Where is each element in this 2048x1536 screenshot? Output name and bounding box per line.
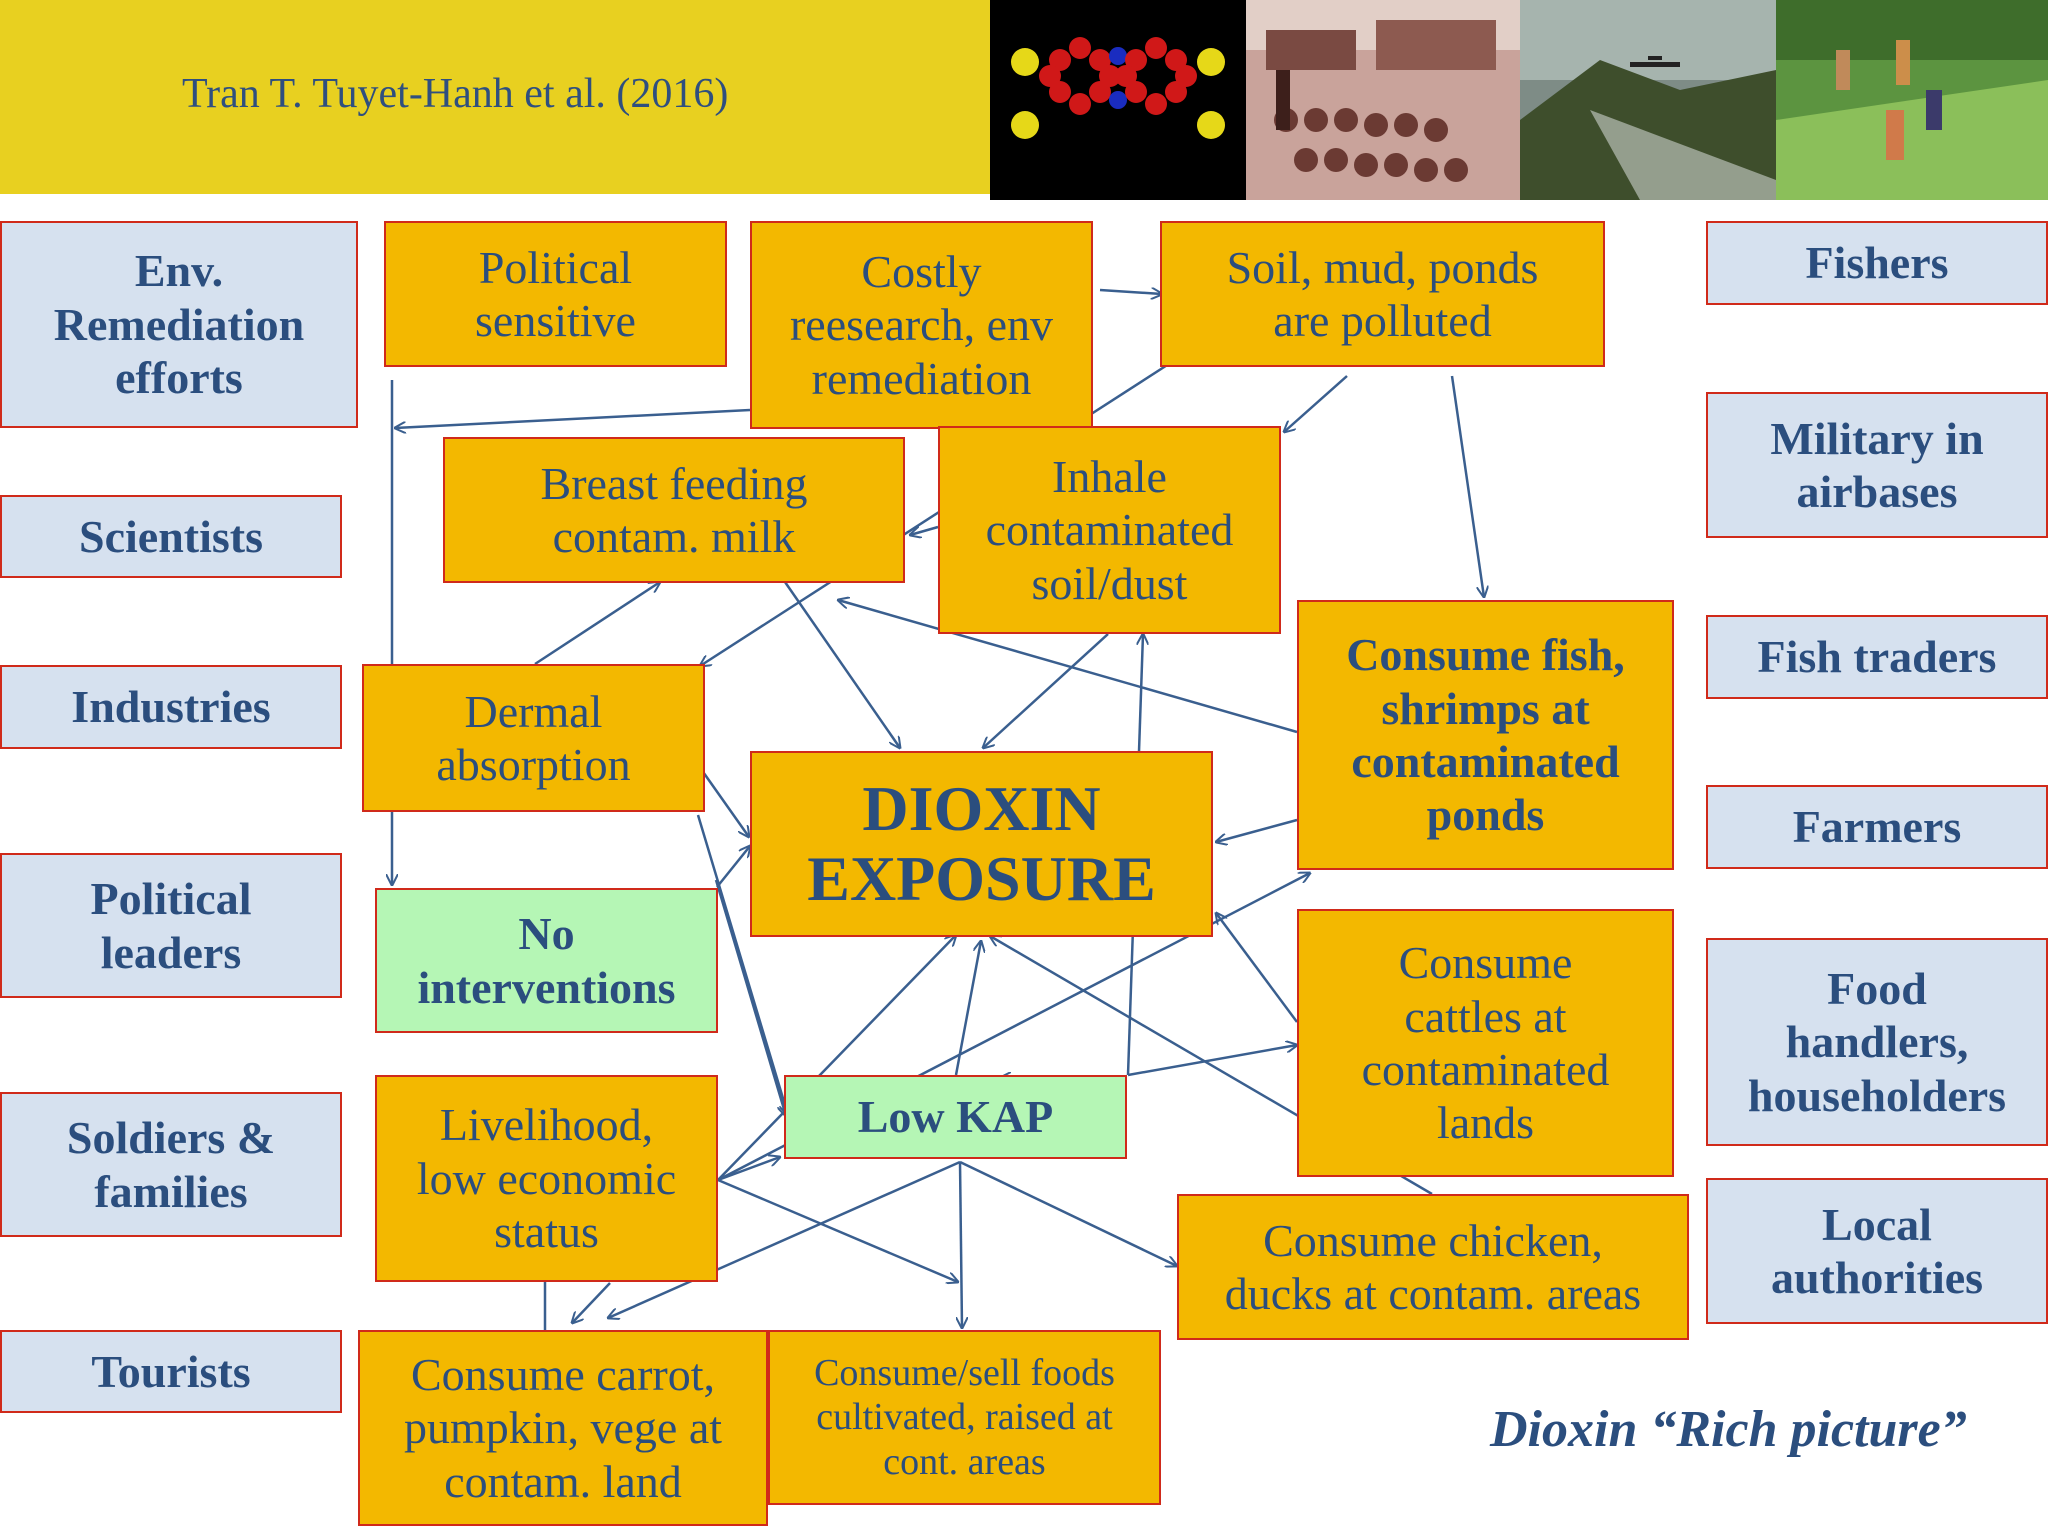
stakeholder-env-remediation: Env. Remediation efforts <box>0 221 358 428</box>
diagram-caption: Dioxin “Rich picture” <box>1490 1401 1967 1458</box>
factor-consume-cattles: Consume cattles at contaminated lands <box>1297 909 1674 1177</box>
stakeholder-local-authorities: Local authorities <box>1706 1178 2048 1324</box>
factor-political-sensitive: Political sensitive <box>384 221 727 367</box>
factor-consume-chicken: Consume chicken, ducks at contam. areas <box>1177 1194 1689 1340</box>
stakeholder-farmers: Farmers <box>1706 785 2048 869</box>
factor-consume-sell-foods: Consume/sell foods cultivated, raised at… <box>768 1330 1161 1505</box>
factor-breast-feeding: Breast feeding contam. milk <box>443 437 905 583</box>
stakeholder-tourists: Tourists <box>0 1330 342 1413</box>
factor-no-interventions: No interventions <box>375 888 718 1033</box>
stakeholder-scientists: Scientists <box>0 495 342 578</box>
factor-soil-polluted: Soil, mud, ponds are polluted <box>1160 221 1605 367</box>
header-band: Tran T. Tuyet-Hanh et al. (2016) <box>0 0 990 194</box>
factor-inhale-dust: Inhale contaminated soil/dust <box>938 426 1281 634</box>
stakeholder-soldiers-families: Soldiers & families <box>0 1092 342 1237</box>
factor-consume-fish: Consume fish, shrimps at contaminated po… <box>1297 600 1674 870</box>
stakeholder-industries: Industries <box>0 665 342 749</box>
factor-costly-research: Costly reesearch, env remediation <box>750 221 1093 429</box>
stakeholder-military-airbases: Military in airbases <box>1706 392 2048 538</box>
stakeholder-political-leaders: Political leaders <box>0 853 342 998</box>
factor-livelihood: Livelihood, low economic status <box>375 1075 718 1282</box>
dioxin-exposure-core: DIOXIN EXPOSURE <box>750 751 1213 937</box>
stakeholder-food-handlers: Food handlers, householders <box>1706 938 2048 1146</box>
stakeholder-fish-traders: Fish traders <box>1706 615 2048 699</box>
factor-consume-carrot: Consume carrot, pumpkin, vege at contam.… <box>358 1330 768 1526</box>
barrel-depot-photo <box>1246 0 1520 200</box>
factor-dermal-absorption: Dermal absorption <box>362 664 705 812</box>
stakeholder-fishers: Fishers <box>1706 221 2048 305</box>
field-workers-photo <box>1776 0 2048 200</box>
dioxin-molecule-image <box>990 0 1246 200</box>
citation-text: Tran T. Tuyet-Hanh et al. (2016) <box>182 71 729 117</box>
factor-low-kap: Low KAP <box>784 1075 1127 1159</box>
aircraft-spraying-photo <box>1520 0 1776 200</box>
